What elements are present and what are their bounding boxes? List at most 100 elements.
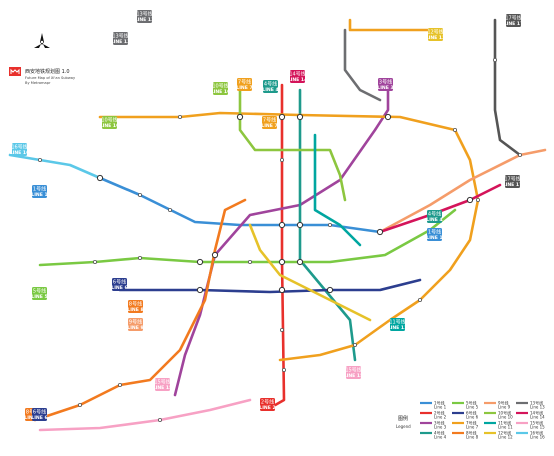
line-badge-label-cn: 17号线 xyxy=(505,15,521,22)
line-badge-box xyxy=(427,210,442,223)
line-badge-label-cn: 7号线 xyxy=(238,79,251,86)
line-badge-label-cn: 1号线 xyxy=(33,186,46,193)
legend-label-en: Line 12 xyxy=(498,435,513,440)
transfer-station[interactable] xyxy=(96,174,104,182)
line-badge-label-en: LINE 6 xyxy=(31,415,47,421)
line-badge-box xyxy=(32,185,47,198)
legend-label-en: Line 2 xyxy=(434,415,447,420)
transfer-station[interactable] xyxy=(196,286,204,294)
line-badge-label-cn: 13号线 xyxy=(112,33,128,40)
line-badge-label-en: LINE 6 xyxy=(111,285,127,291)
line-badge-label-cn: 3号线 xyxy=(379,79,392,86)
transfer-station[interactable] xyxy=(296,258,304,266)
transfer-station[interactable] xyxy=(278,286,286,294)
transfer-station[interactable] xyxy=(278,221,286,229)
transfer-station[interactable] xyxy=(384,113,392,121)
line-badge-box xyxy=(137,10,152,23)
line-badge-label-cn: 12号线 xyxy=(427,29,443,36)
legend-label-en: Line 6 xyxy=(466,415,479,420)
line-badge-box xyxy=(390,318,405,331)
line-badge-label-cn: 9号线 xyxy=(129,319,142,326)
line-badge-label-en: LINE 17 xyxy=(504,21,524,27)
transfer-station[interactable] xyxy=(466,196,474,204)
line-badge-label-cn: 7号线 xyxy=(263,117,276,124)
route-line-9 xyxy=(378,148,547,234)
transfer-station[interactable] xyxy=(196,258,204,266)
map-author: By Metromapr xyxy=(25,81,51,85)
line-badge-box xyxy=(427,228,442,241)
transfer-station[interactable] xyxy=(211,251,219,259)
transfer-station[interactable] xyxy=(326,286,334,294)
legend-label: 7号线 xyxy=(466,420,477,426)
route-line-1 xyxy=(98,176,382,234)
transfer-station[interactable] xyxy=(236,113,244,121)
line-badge-box xyxy=(102,116,117,129)
route-line-16 xyxy=(8,153,102,180)
legend-label: 3号线 xyxy=(434,420,445,426)
transfer-station[interactable] xyxy=(296,221,304,229)
legend-label-en: Line 16 xyxy=(530,435,545,440)
legend-label-en: Line 5 xyxy=(466,405,479,410)
legend-label: 13号线 xyxy=(530,400,543,406)
line-badge-label-cn: 15号线 xyxy=(345,367,361,374)
line-badge-box xyxy=(155,378,170,391)
map-title: 西安地铁规划图 1.0 xyxy=(25,68,70,75)
line-badge-label-en: LINE 15 xyxy=(153,385,173,391)
legend-label: 4号线 xyxy=(434,430,445,436)
line-badge-box xyxy=(505,175,520,188)
transfer-station[interactable] xyxy=(278,113,286,121)
route-line-14 xyxy=(378,183,502,234)
transfer-station[interactable] xyxy=(278,258,286,266)
line-badge-box xyxy=(32,408,47,421)
legend-label: 10号线 xyxy=(498,410,511,416)
legend-subtitle: Legend xyxy=(396,424,411,429)
line-badge-label-cn: 16号线 xyxy=(11,144,27,151)
legend-label: 12号线 xyxy=(498,430,511,436)
legend-title: 图例 xyxy=(398,415,408,422)
line-badge-label-en: LINE 4 xyxy=(262,87,278,93)
transfer-station[interactable] xyxy=(296,113,304,121)
legend-label-en: Line 3 xyxy=(434,425,447,430)
line-badge-label-en: LINE 3 xyxy=(377,85,393,91)
line-badge-label-en: LINE 15 xyxy=(344,373,364,379)
line-badge-label-en: LINE 13 xyxy=(111,39,131,45)
line-badge-box xyxy=(213,82,228,95)
line-badge-label-en: LINE 2 xyxy=(259,405,275,411)
transfer-station[interactable] xyxy=(376,228,384,236)
